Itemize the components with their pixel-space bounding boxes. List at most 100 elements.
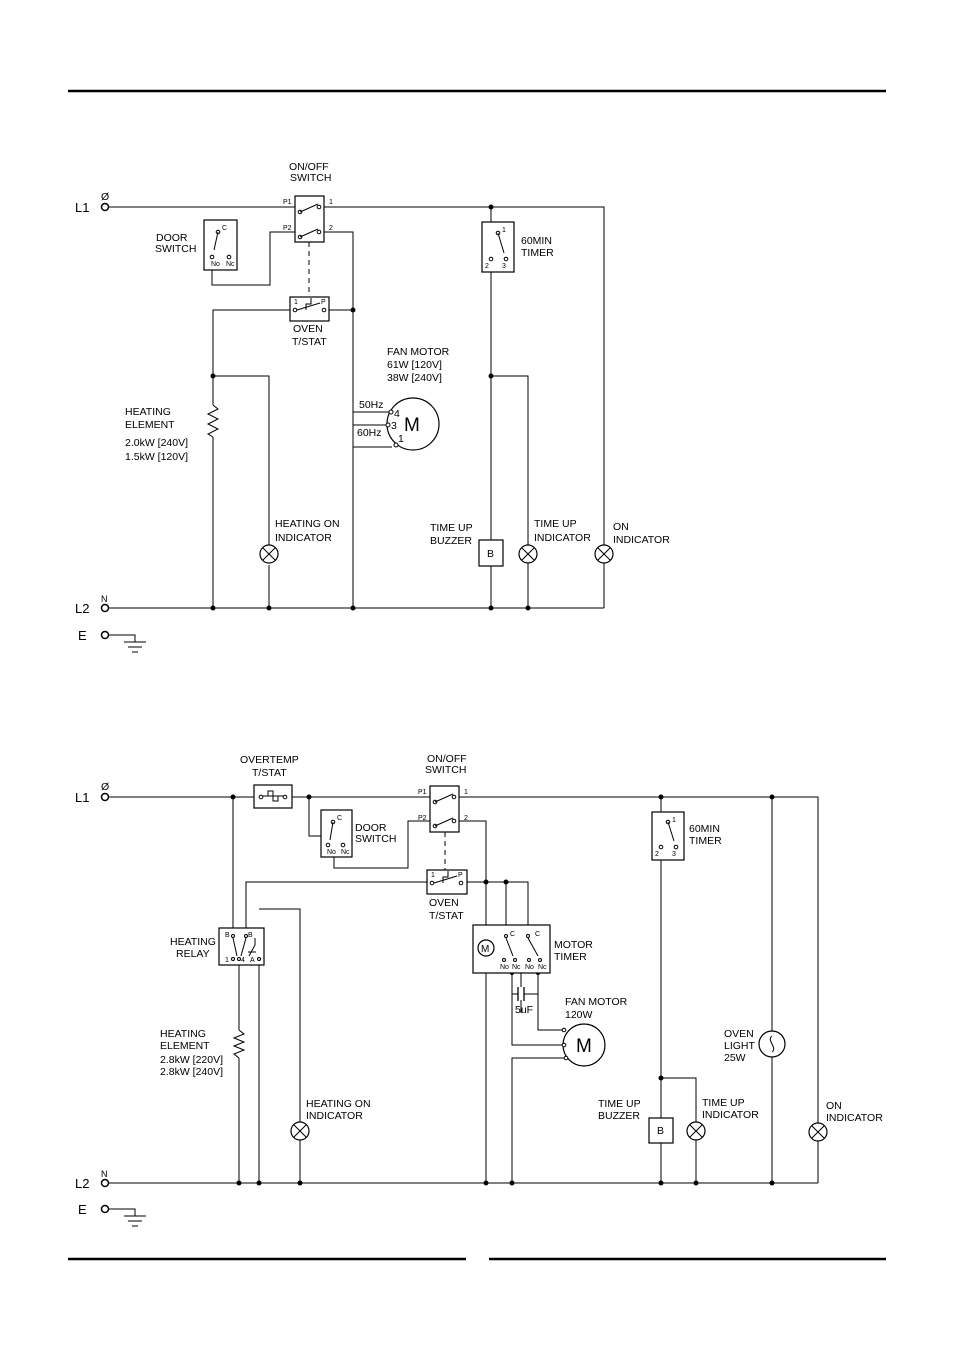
heating-element-rating-240: 2.0kW [240V] (125, 437, 188, 449)
motor-term-1: 1 (398, 433, 404, 445)
wires-2 (108, 796, 819, 1184)
heating-element-label-1: HEATING (125, 406, 171, 418)
60min-timer: 1 2 3 60MIN TIMER (481, 221, 554, 273)
motor-term-3: 3 (391, 420, 397, 432)
fan-motor-2-label: FAN MOTOR (565, 996, 628, 1008)
oven-tstat-2-label-1: OVEN (429, 897, 459, 909)
motor-timer: M C C No Nc No Nc MOTOR TIMER (472, 924, 593, 974)
door-switch-2-label-1: DOOR (355, 822, 387, 834)
timer-term-3: 3 (502, 263, 506, 270)
mt-term-no2: No (525, 964, 534, 971)
overtemp-thermostat: OVERTEMP T/STAT (240, 754, 299, 809)
fan-motor-label: FAN MOTOR (387, 346, 450, 358)
tstat-term-1: 1 (294, 299, 298, 306)
timer-label-2: TIMER (521, 247, 554, 259)
mt-term-nc1: Nc (512, 964, 521, 971)
relay-term-1: 1 (225, 957, 229, 964)
oven-tstat-2-label-2: T/STAT (429, 910, 464, 922)
heating-element-label-2: ELEMENT (125, 419, 175, 431)
mt-term-nc2: Nc (538, 964, 547, 971)
l1-label: L1 (75, 200, 89, 215)
mt-term-c2: C (535, 931, 540, 938)
heating-on-2-label-2: INDICATOR (306, 1110, 363, 1122)
mt-term-no1: No (500, 964, 509, 971)
tstat2-term-1: 1 (431, 872, 435, 879)
oven-thermostat: 1 P OVEN T/STAT (289, 296, 330, 348)
door-switch-2-label-2: SWITCH (355, 833, 396, 845)
buzzer-2-label-1: TIME UP (598, 1098, 641, 1110)
motor-term-4: 4 (394, 408, 400, 420)
relay-term-a: A (250, 957, 255, 964)
earth-terminal-2 (100, 1204, 110, 1214)
l2-label-2: L2 (75, 1176, 89, 1191)
l2-terminal (100, 603, 110, 613)
overtemp-label-1: OVERTEMP (240, 754, 299, 766)
switch-term-2: 2 (329, 225, 333, 232)
switch-term-1: 1 (329, 199, 333, 206)
buzzer-2-label-2: BUZZER (598, 1110, 640, 1122)
60hz-label: 60Hz (357, 427, 382, 439)
junctions (210, 204, 531, 611)
on-off-switch-label-1: ON/OFF (289, 161, 329, 173)
earth-terminal (100, 630, 110, 640)
time-up-buzzer: TIME UP BUZZER B (430, 522, 504, 567)
on-off-switch-2-label-2: SWITCH (425, 764, 466, 776)
buzzer-letter: B (487, 548, 494, 560)
tstat-term-p: P (321, 299, 326, 306)
oven-thermostat-2: 1 P OVEN T/STAT (426, 869, 468, 922)
motor-timer-label-2: TIMER (554, 951, 587, 963)
overtemp-label-2: T/STAT (252, 767, 287, 779)
door-switch-label-2: SWITCH (155, 243, 196, 255)
motor-timer-label-1: MOTOR (554, 939, 593, 951)
buzzer-label-2: BUZZER (430, 535, 472, 547)
buzzer-label-1: TIME UP (430, 522, 473, 534)
heating-relay-label-1: HEATING (170, 936, 216, 948)
door-term-nc: Nc (226, 261, 235, 268)
diagram-1: L1 Ø L2 N E (75, 161, 670, 653)
50hz-label: 50Hz (359, 399, 384, 411)
door2-term-c: C (337, 815, 342, 822)
supply-terminals-2: L1 Ø L2 N E (75, 781, 146, 1227)
switch2-term-p1: P1 (418, 789, 427, 796)
heating-element-2-label-2: ELEMENT (160, 1040, 210, 1052)
on-indicator: ON INDICATOR (594, 521, 670, 564)
neutral-symbol-2: N (101, 1169, 108, 1179)
fan-motor: FAN MOTOR 61W [120V] 38W [240V] M 4 3 1 … (357, 346, 450, 451)
oven-tstat-label-2: T/STAT (292, 336, 327, 348)
oven-light-rating: 25W (724, 1052, 746, 1064)
switch-term-p1: P1 (283, 199, 292, 206)
60min-timer-2: 1 2 3 60MIN TIMER (651, 811, 722, 861)
motor-letter: M (404, 415, 420, 436)
l2-label: L2 (75, 601, 89, 616)
capacitor: 5uF (512, 987, 538, 1016)
heating-element-2-rating-240: 2.8kW [240V] (160, 1066, 223, 1078)
earth-label-2: E (78, 1202, 87, 1217)
switch2-term-2: 2 (464, 815, 468, 822)
door2-term-nc: Nc (341, 849, 350, 856)
relay-term-b2: B (248, 932, 253, 939)
switch-term-p2: P2 (283, 225, 292, 232)
timer-term-1: 1 (502, 227, 506, 234)
switch2-term-p2: P2 (418, 815, 427, 822)
fan-motor-2-rating: 120W (565, 1009, 593, 1021)
on-indicator-2-label-1: ON (826, 1100, 842, 1112)
heating-element-rating-120: 1.5kW [120V] (125, 451, 188, 463)
on-indicator-label-1: ON (613, 521, 629, 533)
mt-term-c1: C (510, 931, 515, 938)
fan-motor-rating-120: 61W [120V] (387, 359, 442, 371)
door-term-no: No (211, 261, 220, 268)
on-indicator-2-label-2: INDICATOR (826, 1112, 883, 1124)
oven-tstat-label-1: OVEN (293, 323, 323, 335)
timer2-term-1: 1 (672, 817, 676, 824)
earth-label: E (78, 628, 87, 643)
timer2-term-2: 2 (655, 851, 659, 858)
timer2-term-3: 3 (672, 851, 676, 858)
door-switch: DOOR SWITCH C No Nc (155, 219, 238, 271)
on-off-switch-label-2: SWITCH (290, 172, 331, 184)
fan-motor-2-letter: M (576, 1036, 592, 1057)
heating-relay-label-2: RELAY (176, 948, 210, 960)
time-up-indicator: TIME UP INDICATOR (518, 518, 591, 564)
time-up-label-2: INDICATOR (534, 532, 591, 544)
time-up-label-1: TIME UP (534, 518, 577, 530)
